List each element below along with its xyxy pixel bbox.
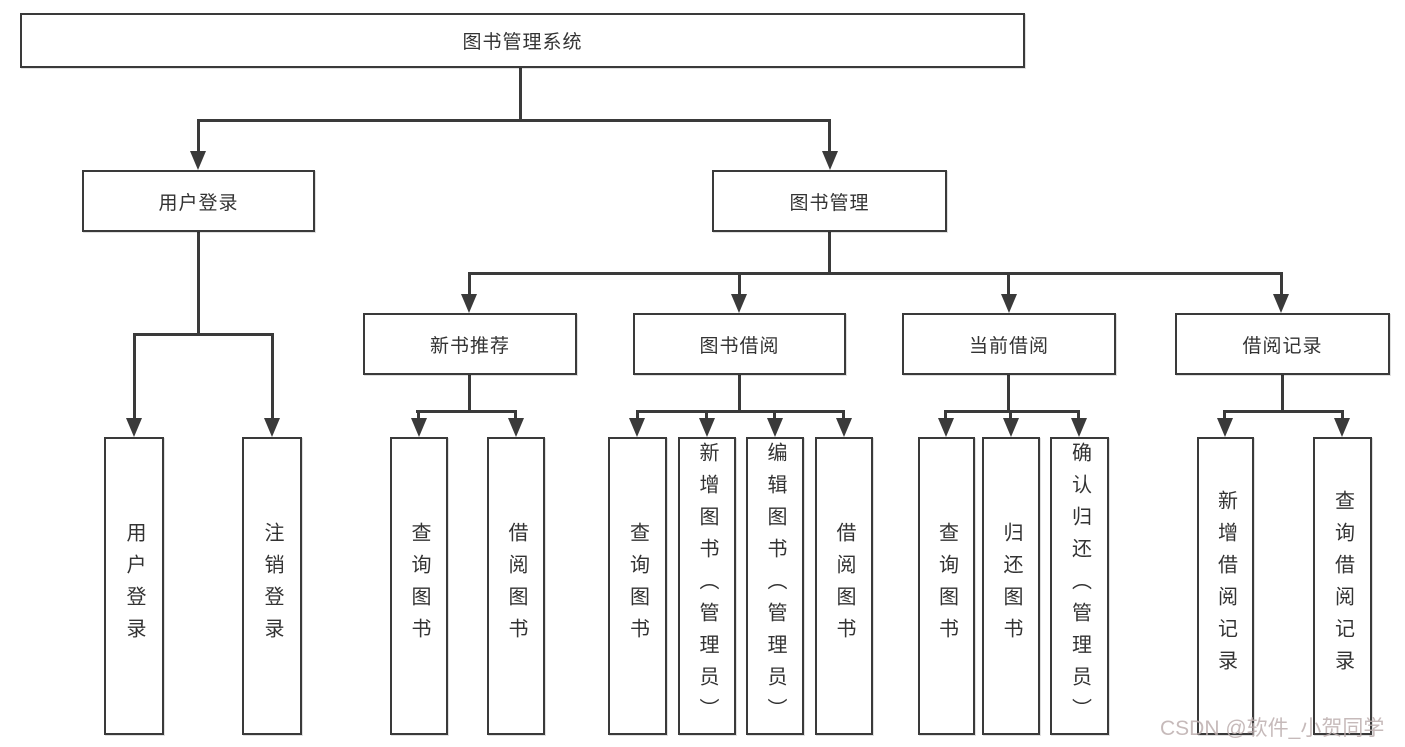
node-label: 图书管理系统 — [462, 32, 583, 53]
leaf-records-query-borrow-record: 查询借阅记录 — [1313, 437, 1372, 735]
node-label: 借阅图书 — [833, 522, 855, 650]
node-label: 借阅记录 — [1242, 335, 1323, 357]
connector-line — [944, 410, 947, 421]
node-label: 查询图书 — [408, 522, 430, 650]
leaf-logout: 注销登录 — [242, 437, 302, 735]
leaf-current-confirm-return-admin: 确认归还（管理员） — [1050, 437, 1109, 735]
arrowhead-down-icon — [508, 418, 524, 437]
connector-line — [416, 410, 517, 413]
arrowhead-down-icon — [190, 151, 206, 170]
connector-line — [197, 119, 200, 158]
arrowhead-down-icon — [1217, 418, 1233, 437]
connector-line — [468, 272, 1282, 275]
arrowhead-down-icon — [731, 294, 747, 313]
leaf-current-query-books: 查询图书 — [918, 437, 975, 735]
arrowhead-down-icon — [1334, 418, 1350, 437]
node-borrowing-records: 借阅记录 — [1175, 313, 1390, 375]
connector-line — [1280, 272, 1283, 298]
leaf-borrow-add-books-admin: 新增图书（管理员） — [678, 437, 736, 735]
connector-line — [133, 333, 136, 419]
connector-line — [519, 68, 522, 121]
connector-line — [636, 410, 845, 413]
connector-line — [1007, 375, 1010, 412]
arrowhead-down-icon — [1273, 294, 1289, 313]
node-label: 新增图书（管理员） — [696, 442, 718, 730]
connector-line — [738, 272, 741, 298]
connector-line — [738, 375, 741, 412]
arrowhead-down-icon — [699, 418, 715, 437]
node-label: 查询借阅记录 — [1331, 490, 1354, 682]
connector-line — [773, 410, 776, 421]
arrowhead-down-icon — [264, 418, 280, 437]
connector-line — [636, 410, 639, 421]
connector-line — [1223, 410, 1344, 413]
connector-line — [133, 333, 274, 336]
leaf-borrow-query-books: 查询图书 — [608, 437, 667, 735]
node-label: 注销登录 — [261, 522, 283, 650]
node-label: 新增借阅记录 — [1214, 490, 1237, 682]
arrowhead-down-icon — [767, 418, 783, 437]
connector-line — [828, 119, 831, 158]
arrowhead-down-icon — [1001, 294, 1017, 313]
node-user-login: 用户登录 — [82, 170, 315, 232]
connector-line — [514, 410, 517, 421]
node-current-borrowing: 当前借阅 — [902, 313, 1116, 375]
connector-line — [1077, 410, 1080, 421]
leaf-records-add-borrow-record: 新增借阅记录 — [1197, 437, 1254, 735]
connector-line — [1007, 272, 1010, 298]
leaf-current-return-books: 归还图书 — [982, 437, 1040, 735]
leaf-user-login: 用户登录 — [104, 437, 164, 735]
node-book-management: 图书管理 — [712, 170, 947, 232]
node-label: 查询图书 — [935, 522, 958, 650]
connector-line — [197, 232, 200, 335]
node-label: 图书借阅 — [699, 335, 780, 357]
node-label: 归还图书 — [1000, 522, 1022, 650]
node-label: 查询图书 — [626, 522, 649, 650]
node-root: 图书管理系统 — [20, 13, 1025, 68]
connector-line — [1223, 410, 1226, 421]
connector-line — [1281, 375, 1284, 412]
connector-line — [944, 410, 1080, 413]
arrowhead-down-icon — [629, 418, 645, 437]
node-new-book-recommend: 新书推荐 — [363, 313, 577, 375]
arrowhead-down-icon — [822, 151, 838, 170]
leaf-recommend-borrow-books: 借阅图书 — [487, 437, 545, 735]
connector-line — [271, 333, 274, 419]
leaf-borrow-borrow-books: 借阅图书 — [815, 437, 873, 735]
connector-line — [1009, 410, 1012, 421]
connector-line — [828, 232, 831, 274]
node-label: 图书管理 — [789, 192, 870, 214]
node-label: 确认归还（管理员） — [1068, 442, 1091, 730]
arrowhead-down-icon — [461, 294, 477, 313]
connector-line — [468, 375, 471, 412]
leaf-borrow-edit-books-admin: 编辑图书（管理员） — [746, 437, 804, 735]
connector-line — [1341, 410, 1344, 421]
arrowhead-down-icon — [938, 418, 954, 437]
arrowhead-down-icon — [836, 418, 852, 437]
arrowhead-down-icon — [126, 418, 142, 437]
node-label: 新书推荐 — [429, 335, 510, 357]
arrowhead-down-icon — [411, 418, 427, 437]
connector-line — [705, 410, 708, 421]
connector-line — [417, 410, 420, 421]
connector-line — [468, 272, 471, 298]
node-label: 用户登录 — [123, 522, 145, 650]
arrowhead-down-icon — [1003, 418, 1019, 437]
node-label: 当前借阅 — [968, 335, 1049, 357]
leaf-recommend-query-books: 查询图书 — [390, 437, 448, 735]
connector-line — [197, 119, 831, 122]
node-label: 借阅图书 — [505, 522, 527, 650]
csdn-watermark: CSDN @软件_小贺同学 — [1160, 717, 1385, 740]
node-label: 用户登录 — [158, 192, 239, 214]
connector-line — [842, 410, 845, 421]
node-label: 编辑图书（管理员） — [764, 442, 786, 730]
node-book-borrowing: 图书借阅 — [633, 313, 846, 375]
arrowhead-down-icon — [1071, 418, 1087, 437]
